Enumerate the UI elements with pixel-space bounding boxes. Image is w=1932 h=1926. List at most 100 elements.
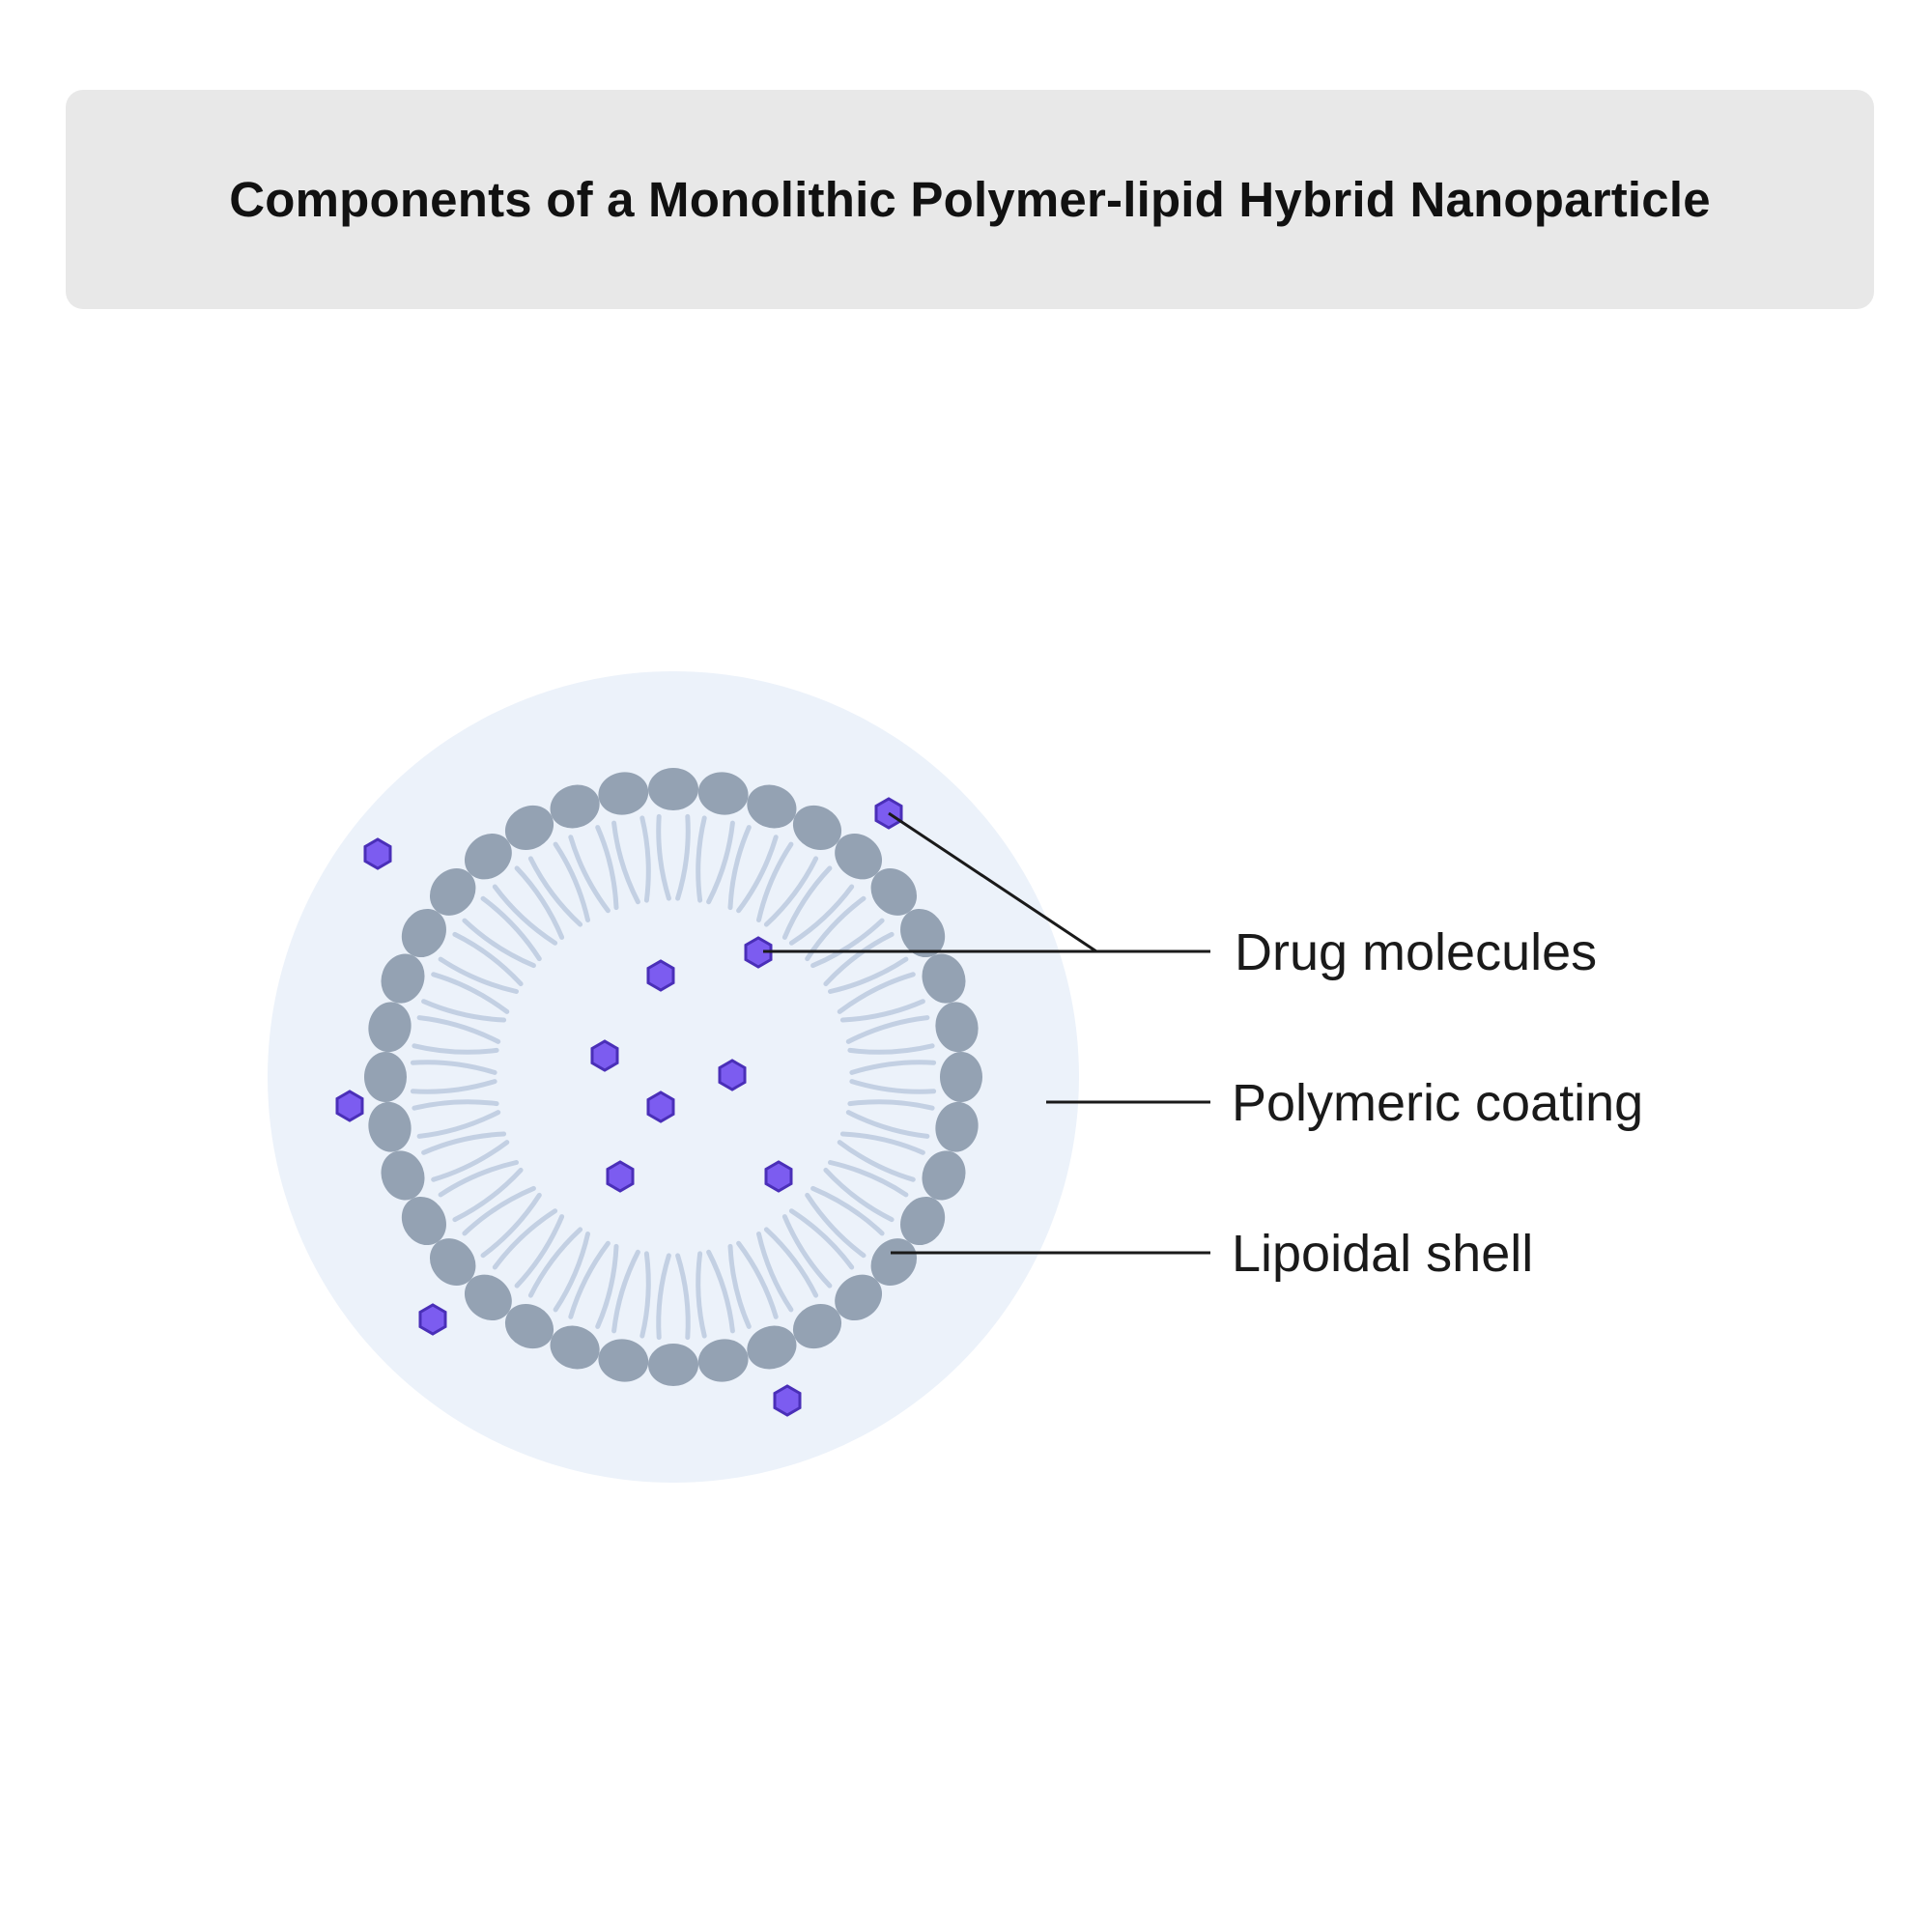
leader-lines [763, 811, 1210, 1255]
lipid-tail [845, 1110, 930, 1139]
lipid-head [935, 1101, 979, 1152]
title-banner: Components of a Monolithic Polymer-lipid… [66, 90, 1874, 309]
lipid-head [550, 1325, 600, 1370]
drug-molecule-icon [418, 1303, 447, 1336]
lipid-tail [706, 1249, 735, 1334]
lipid-head [598, 1339, 649, 1382]
lipid-tail [839, 1131, 925, 1155]
drug-molecule-icon [590, 1039, 619, 1072]
lipid-tail [438, 1160, 519, 1198]
lipid-tail [611, 1249, 640, 1334]
lipid-tail [421, 999, 507, 1023]
lipid-tail [837, 1140, 916, 1182]
lipid-tail [656, 813, 671, 901]
lipid-tail [847, 1043, 935, 1055]
lipid-head [429, 867, 476, 916]
lipid-tail [736, 835, 779, 914]
lipid-tail [431, 1140, 510, 1182]
lipid-tail [845, 1015, 930, 1044]
lipid-tail [828, 1160, 909, 1198]
lipid-head [900, 908, 946, 958]
lipid-head [648, 1344, 698, 1386]
lipid-tail [480, 895, 542, 962]
drug-molecule-icon [363, 837, 392, 870]
lipid-tail [462, 1185, 536, 1236]
lipid-tail [595, 825, 619, 911]
lipid-head [747, 1325, 797, 1370]
lipid-tail [656, 1253, 671, 1341]
lipid-tail [410, 1060, 497, 1075]
lipid-tail [810, 1185, 885, 1236]
lipid-tail [696, 815, 707, 903]
lipid-tail [492, 884, 558, 946]
lipid-tail [706, 820, 735, 905]
lipoidal-shell-label: Lipoidal shell [1232, 1225, 1533, 1283]
drug-molecule-icon [606, 1160, 635, 1193]
lipid-tail [781, 1214, 833, 1289]
lipid-tail [412, 1099, 499, 1111]
lipid-tail [810, 918, 885, 969]
lipid-head [792, 805, 842, 850]
lipid-head [381, 1150, 425, 1201]
lipid-tail [527, 856, 583, 927]
lipid-head [464, 1274, 512, 1321]
lipid-tail [837, 972, 916, 1014]
lipid-head [429, 1238, 476, 1287]
lipid-head [598, 772, 649, 815]
lipid-tail [421, 1131, 507, 1155]
lipid-head [792, 1304, 842, 1349]
lipid-head [464, 833, 512, 880]
lipid-tail [568, 835, 611, 914]
lipid-tail [480, 1192, 542, 1259]
drug-molecules-label: Drug molecules [1235, 923, 1597, 981]
lipid-tail [756, 841, 794, 922]
lipid-tail [839, 999, 925, 1023]
lipid-tail [781, 865, 833, 940]
lipid-tail [514, 1214, 565, 1289]
lipid-head [504, 1304, 554, 1349]
lipid-tail [462, 918, 536, 969]
lipid-head [401, 1196, 446, 1246]
lipid-tail [756, 1232, 794, 1313]
lipid-tail [805, 1192, 867, 1259]
lipid-tail [763, 1227, 819, 1298]
drug-molecules [335, 797, 903, 1417]
lipid-head [940, 1052, 982, 1102]
lipid-head [697, 772, 749, 815]
polymeric-coating-label: Polymeric coating [1232, 1074, 1643, 1132]
lipid-tail [823, 1167, 895, 1223]
lipid-tail [849, 1060, 937, 1075]
lipid-tail [527, 1227, 583, 1298]
lipoidal-shell-ring [364, 768, 982, 1386]
lipid-head [697, 1339, 749, 1382]
lipid-tail [568, 1240, 611, 1319]
lipid-tail [675, 813, 691, 901]
lipid-head [401, 908, 446, 958]
lipid-tail [639, 815, 651, 903]
lipid-tail [727, 825, 752, 911]
lipid-head [550, 784, 600, 829]
lipid-tail [727, 1243, 752, 1329]
drug-molecule-icon [718, 1059, 747, 1091]
lipid-tail [438, 956, 519, 994]
lipid-tail [788, 1208, 855, 1270]
lipid-tail [788, 884, 855, 946]
lipid-head [504, 805, 554, 850]
lipid-tail [611, 820, 640, 905]
drug-molecule-icon [646, 1090, 675, 1123]
lipid-head [381, 953, 425, 1004]
lipid-head [870, 1238, 918, 1287]
lipid-head [835, 833, 883, 880]
lipid-tail [452, 1167, 524, 1223]
lipid-head [870, 867, 918, 916]
lipid-tail [736, 1240, 779, 1319]
lipid-tail [492, 1208, 558, 1270]
diagram-title: Components of a Monolithic Polymer-lipid… [229, 172, 1711, 227]
lipid-tail [553, 841, 590, 922]
lipid-tail [639, 1251, 651, 1339]
lipid-head [835, 1274, 883, 1321]
drug-molecule-icon [764, 1160, 793, 1193]
drug-molecule-icon [773, 1384, 802, 1417]
lipid-head [368, 1101, 412, 1152]
